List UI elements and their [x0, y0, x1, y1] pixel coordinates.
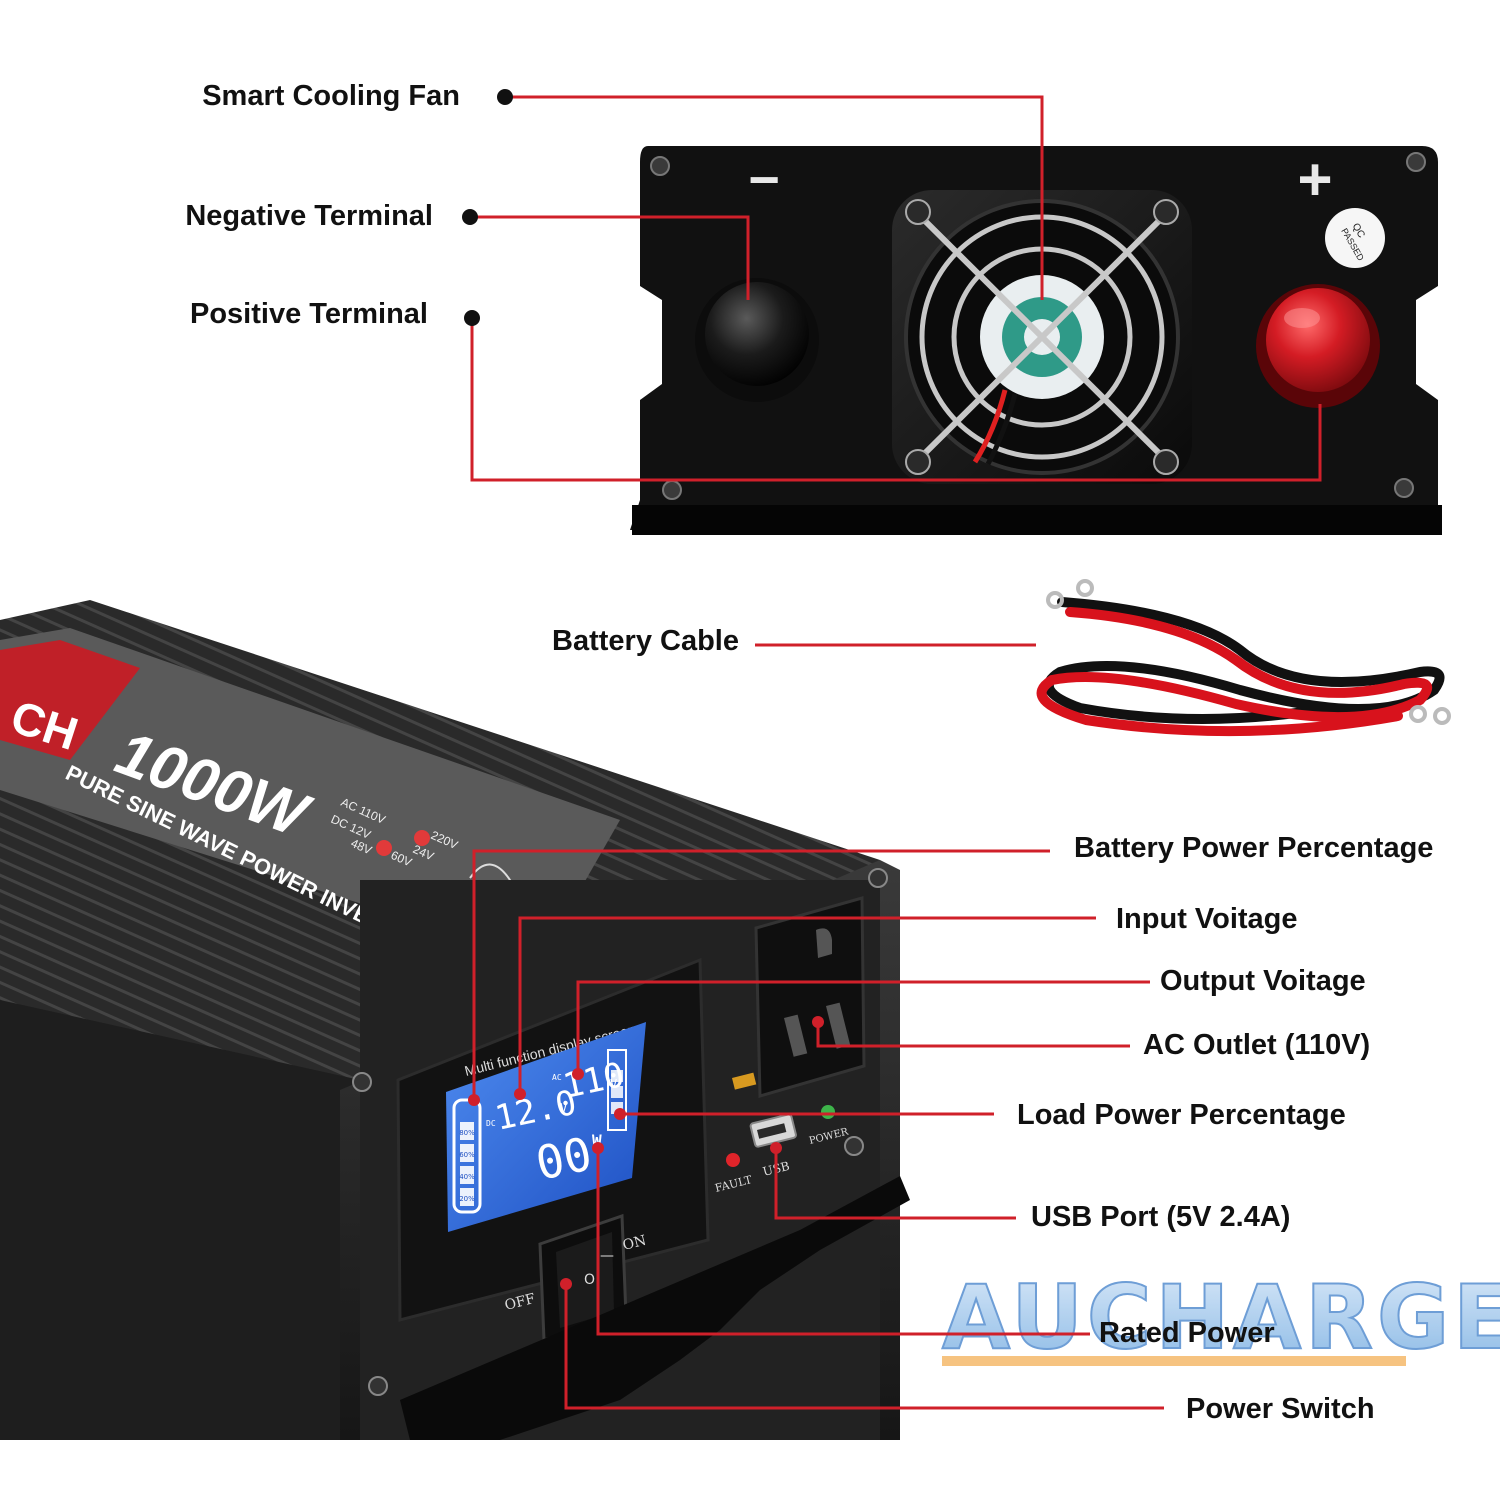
plus-sign: + — [1297, 146, 1332, 213]
fault-led — [726, 1153, 740, 1167]
power-led — [821, 1105, 835, 1119]
fan-screw-icon — [905, 449, 931, 475]
lcd-power-value: 00 — [531, 1126, 596, 1190]
leader-battery-power-percentage — [472, 849, 1050, 1100]
callout-dot — [464, 310, 480, 326]
lcd-battery-gauge: 80% 60% 40% 20% — [452, 1098, 482, 1214]
fan-screw-icon — [1153, 449, 1179, 475]
fan-screw-icon — [905, 199, 931, 225]
rear-panel: − + QC PASSED — [630, 146, 1442, 535]
minus-sign: − — [748, 150, 780, 210]
callout-dot — [614, 1108, 626, 1120]
watermark-underline — [942, 1356, 1406, 1366]
screw-icon — [368, 1376, 388, 1396]
inverter-body: CH 1000W PURE SINE WAVE POWER INVERTER A… — [0, 600, 910, 1440]
callout-dot — [497, 89, 513, 105]
battery-level-20: 20% — [459, 1195, 475, 1203]
watermark-text: AUCHARGE — [942, 1266, 1500, 1369]
screw-icon — [650, 156, 670, 176]
screw-icon — [868, 868, 888, 888]
positive-terminal-knob — [1256, 284, 1380, 408]
fan-screw-icon — [1153, 199, 1179, 225]
lcd-ac-label: AC — [552, 1073, 562, 1082]
screw-icon — [1406, 152, 1426, 172]
callout-dot — [770, 1142, 782, 1154]
leader-input-voltage — [518, 916, 1096, 1094]
spec-indicator-dot — [376, 840, 392, 856]
watermark: AUCHARGE — [941, 1265, 1500, 1370]
negative-terminal-knob — [695, 278, 819, 402]
ring-terminal-icon — [1076, 579, 1094, 597]
switch-on-label: ON — [621, 1233, 648, 1254]
callout-dot — [468, 1094, 480, 1106]
battery-level-60: 60% — [459, 1151, 475, 1159]
leader-power-switch — [564, 1284, 1164, 1410]
ring-terminal-icon — [1409, 705, 1427, 723]
leader-smart-cooling-fan — [505, 95, 1044, 300]
label-battery-power-percentage: Battery Power Percentage — [1074, 832, 1433, 864]
label-usb-port: USB Port (5V 2.4A) — [1031, 1201, 1290, 1233]
callout-dot — [572, 1068, 584, 1080]
label-input-voltage: Input Voitage — [1116, 903, 1298, 935]
screw-icon — [662, 480, 682, 500]
battery-level-80: 80% — [459, 1129, 475, 1137]
leader-negative-terminal — [470, 215, 750, 300]
label-negative-terminal: Negative Terminal — [185, 200, 433, 232]
screw-icon — [1394, 478, 1414, 498]
callout-end-dots — [468, 1016, 824, 1290]
label-ac-outlet: AC Outlet (110V) — [1143, 1029, 1370, 1061]
top-label-sticker — [0, 628, 620, 960]
leader-ac-outlet — [816, 1022, 1130, 1048]
callout-dots — [462, 89, 513, 326]
housing-side — [0, 1000, 360, 1440]
switch-mark-on: — — [600, 1248, 614, 1264]
lcd-output-unit: V — [610, 1077, 617, 1091]
screw-icon — [844, 1136, 864, 1156]
lcd-input-unit: V — [560, 1101, 567, 1115]
cooling-fan — [892, 190, 1192, 484]
lcd-screen — [446, 1022, 646, 1232]
label-battery-cable: Battery Cable — [552, 625, 739, 657]
label-power-switch: Power Switch — [1186, 1393, 1375, 1425]
switch-mark-off: O — [584, 1272, 595, 1288]
qc-passed-sticker: QC PASSED — [1325, 208, 1385, 268]
label-load-power-percentage: Load Power Percentage — [1017, 1099, 1346, 1131]
callout-dot — [462, 209, 478, 225]
leader-rated-power — [596, 1148, 1090, 1336]
leader-output-voltage — [576, 980, 1150, 1074]
leader-usb-port — [774, 1148, 1016, 1220]
battery-level-40: 40% — [459, 1173, 475, 1181]
callout-leaders — [470, 95, 1322, 1410]
label-positive-terminal: Positive Terminal — [190, 298, 428, 330]
label-smart-cooling-fan: Smart Cooling Fan — [202, 80, 460, 112]
callout-dot — [560, 1278, 572, 1290]
label-output-voltage: Output Voitage — [1160, 965, 1366, 997]
ring-terminal-icon — [1433, 707, 1451, 725]
rear-panel-lip — [632, 505, 1442, 535]
battery-cable — [1036, 579, 1451, 737]
leader-positive-terminal — [470, 318, 1322, 482]
lcd-dc-label: DC — [486, 1119, 496, 1128]
ring-terminal-icon — [1046, 591, 1064, 609]
lcd-power-unit: W — [592, 1131, 602, 1150]
callout-dot — [514, 1088, 526, 1100]
switch-off-label: OFF — [503, 1291, 537, 1314]
callout-labels: Smart Cooling Fan Negative Terminal Posi… — [185, 80, 1433, 1425]
callout-dot — [592, 1142, 604, 1154]
mounting-bracket — [400, 1176, 910, 1440]
callout-dot — [812, 1016, 824, 1028]
screw-icon — [352, 1072, 372, 1092]
spec-indicator-dot — [414, 830, 430, 846]
label-rated-power: Rated Power — [1099, 1317, 1275, 1349]
